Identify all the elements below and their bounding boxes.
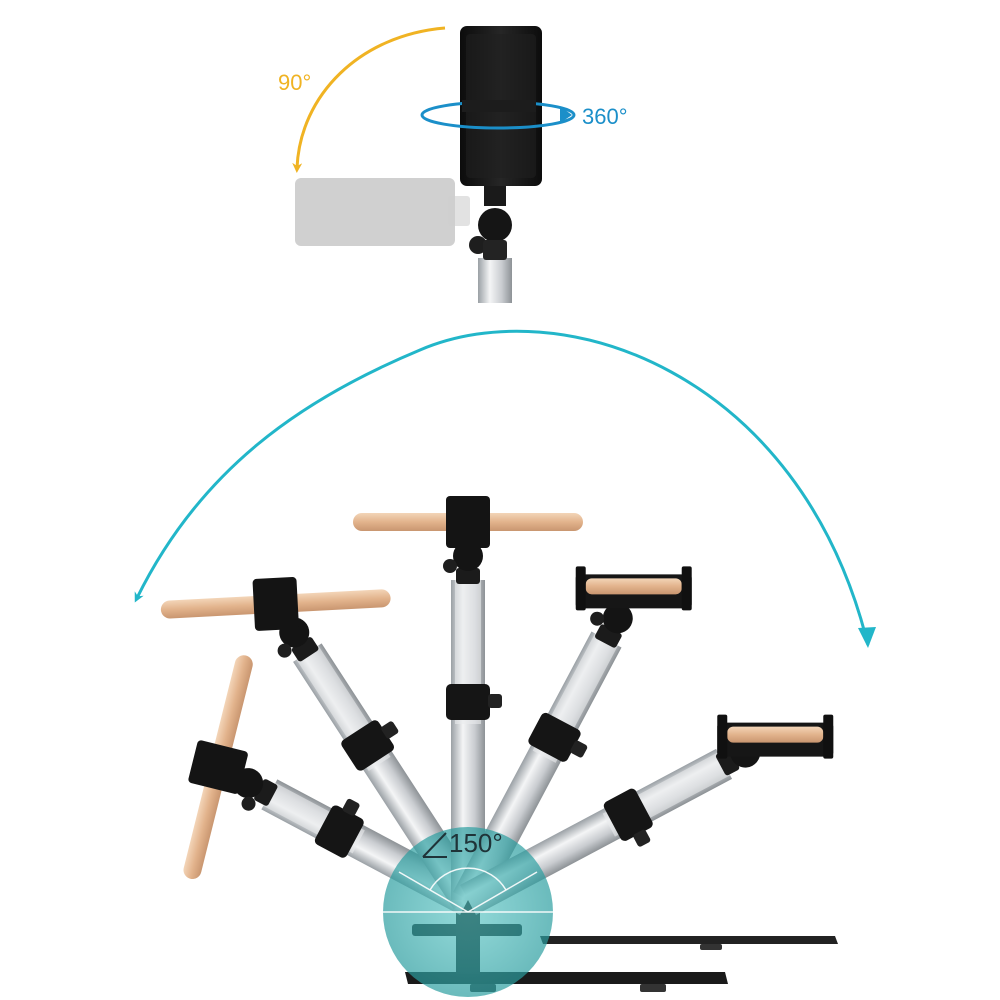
- top-ball-collar: [483, 240, 507, 260]
- smartphone: [585, 578, 682, 595]
- ball-head: [602, 603, 633, 634]
- rotate-arrow-head-icon: [560, 106, 572, 123]
- height-lock-clamp: [446, 684, 490, 720]
- tilt-label: 90°: [278, 70, 311, 95]
- top-ball-head: [478, 208, 512, 242]
- tilt-arrow-icon: [292, 26, 446, 173]
- height-lock-clamp: [603, 788, 653, 841]
- smartphone: [727, 726, 824, 743]
- angle-icon: [422, 832, 447, 858]
- height-lock-clamp: [341, 720, 394, 771]
- rotate-label: 360°: [582, 104, 628, 129]
- top-lock-knob: [469, 236, 487, 254]
- top-clamp-mount: [484, 186, 506, 206]
- stand-arm-1: [183, 655, 476, 916]
- swing-label: 150°: [449, 828, 503, 858]
- base-plate-rear: [540, 936, 838, 944]
- phone-clamp: [252, 577, 299, 631]
- height-lock-clamp: [528, 712, 581, 762]
- ring-occluder: [462, 100, 536, 112]
- phone-clamp: [188, 740, 248, 794]
- top-pole: [478, 258, 512, 303]
- pivot-highlight: 150°: [383, 827, 553, 997]
- swing-arrow-right-head-icon: [858, 627, 876, 648]
- swing-arc-icon: [134, 329, 870, 646]
- ghost-clamp: [295, 178, 455, 246]
- phone-clamp: [446, 496, 490, 548]
- ball-head: [453, 541, 483, 571]
- height-lock-clamp: [314, 805, 364, 858]
- ghost-clamp-knob: [448, 196, 470, 226]
- top-detail: 90° 360°: [278, 26, 628, 303]
